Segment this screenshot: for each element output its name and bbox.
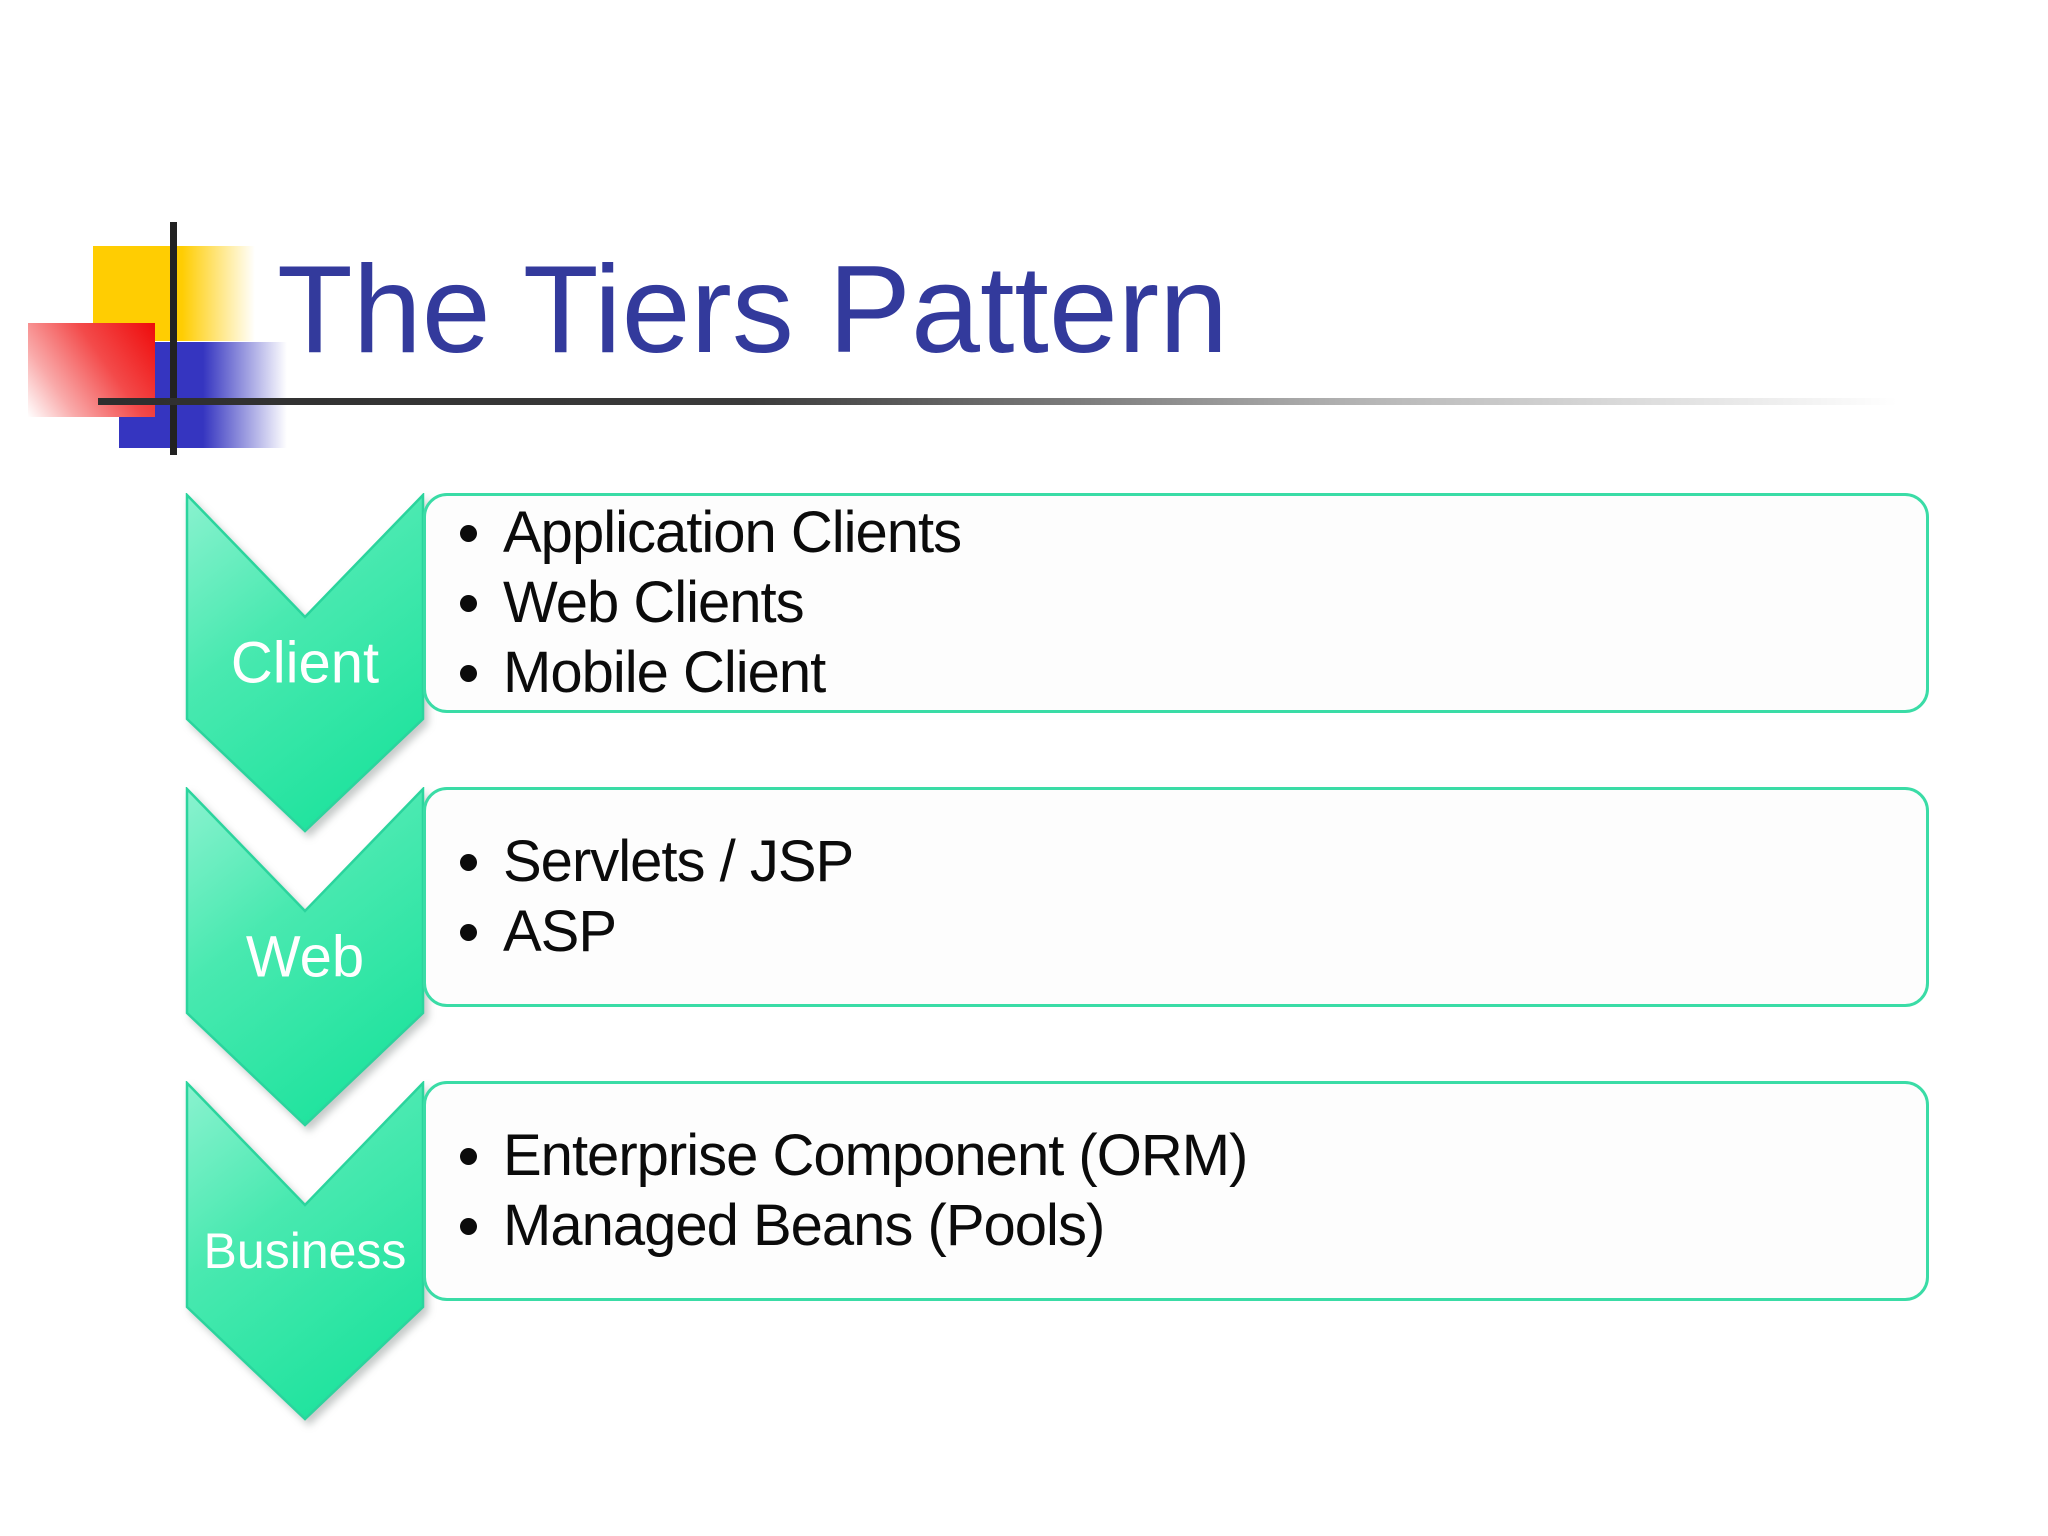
bullet-list: Enterprise Component (ORM) Managed Beans… [426, 1084, 1926, 1298]
bullet-item: Mobile Client [460, 638, 1886, 708]
bullet-item: Enterprise Component (ORM) [460, 1121, 1886, 1191]
bullet-item: Web Clients [460, 568, 1886, 638]
title-underline [98, 398, 1953, 405]
bullet-dot-icon [460, 664, 477, 682]
tier-box-business: Enterprise Component (ORM) Managed Beans… [423, 1081, 1929, 1301]
chevron-business: Business [185, 1081, 425, 1421]
chevron-shape [185, 787, 425, 1127]
bullet-item: Managed Beans (Pools) [460, 1191, 1886, 1261]
chevron-label: Client [231, 631, 379, 696]
bullet-text: Application Clients [503, 500, 962, 565]
bullet-item: Application Clients [460, 498, 1886, 568]
bullet-item: ASP [460, 897, 1886, 967]
bullet-dot-icon [460, 594, 477, 612]
decor-vertical-line [170, 222, 177, 455]
bullet-dot-icon [460, 1217, 477, 1235]
tier-box-web: Servlets / JSP ASP [423, 787, 1929, 1007]
bullet-text: Enterprise Component (ORM) [503, 1123, 1248, 1188]
bullet-dot-icon [460, 1147, 477, 1165]
tier-row-web: Web Servlets / JSP ASP [185, 787, 1945, 1127]
chevron-shape [185, 493, 425, 833]
bullet-item: Servlets / JSP [460, 827, 1886, 897]
bullet-text: Web Clients [503, 570, 805, 635]
bullet-text: Mobile Client [503, 640, 826, 705]
bullet-text: Managed Beans (Pools) [503, 1193, 1105, 1258]
chevron-label: Web [246, 925, 364, 990]
bullet-text: ASP [503, 899, 617, 964]
page-title: The Tiers Pattern [277, 241, 1229, 379]
bullet-list: Application Clients Web Clients Mobile C… [426, 496, 1926, 710]
chevron-web: Web [185, 787, 425, 1127]
bullet-dot-icon [460, 923, 477, 941]
chevron-label: Business [204, 1223, 407, 1279]
bullet-dot-icon [460, 524, 477, 542]
chevron-client: Client [185, 493, 425, 833]
bullet-dot-icon [460, 853, 477, 871]
bullet-text: Servlets / JSP [503, 829, 854, 894]
tier-row-client: Client Application Clients Web Clients M… [185, 493, 1945, 833]
bullet-list: Servlets / JSP ASP [426, 790, 1926, 1004]
chevron-shape [185, 1081, 425, 1421]
tier-box-client: Application Clients Web Clients Mobile C… [423, 493, 1929, 713]
tier-row-business: Business Enterprise Component (ORM) Mana… [185, 1081, 1945, 1421]
